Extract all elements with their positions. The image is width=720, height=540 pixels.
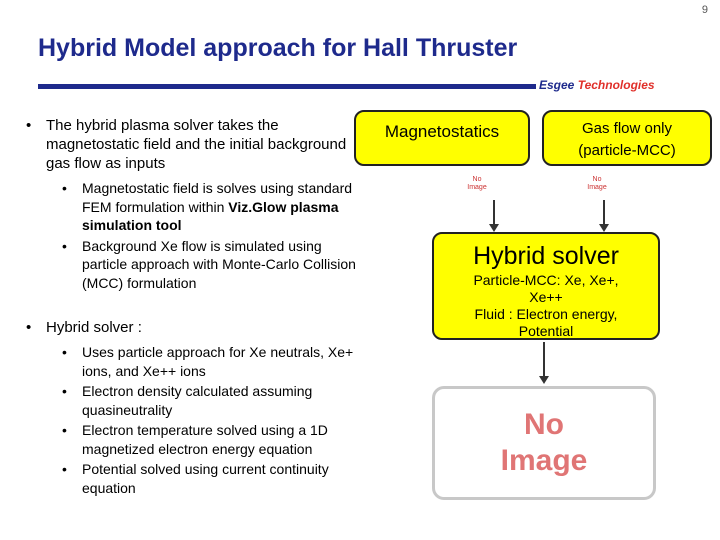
sub-bullet-background-flow-text: Background Xe flow is simulated using pa… <box>82 237 356 291</box>
bullet-dot: • <box>26 117 32 134</box>
arrow-head-bottom <box>539 376 549 384</box>
sub-bullet-background-flow: • Background Xe flow is simulated using … <box>62 237 370 293</box>
magnetostatics-label: Magnetostatics <box>384 122 500 141</box>
bullet-dot: • <box>62 180 67 196</box>
company-logo: Esgee Technologies <box>539 78 655 92</box>
sub-list-hybrid: • Uses particle approach for Xe neutrals… <box>62 343 370 497</box>
sub-bullet-text: Electron temperature solved using a 1D m… <box>82 422 328 457</box>
connector-line-left <box>493 200 495 224</box>
missing-image-output: No Image <box>432 386 656 500</box>
missing-image-left-word2: Image <box>467 184 487 191</box>
missing-image-right-word2: Image <box>587 184 607 191</box>
hybrid-solver-line: Fluid : Electron energy, <box>474 306 618 322</box>
bullet-dot: • <box>62 344 67 360</box>
gas-flow-box: Gas flow only (particle-MCC) <box>542 110 712 166</box>
missing-image-left: No Image <box>462 176 492 192</box>
sub-bullet-text: Potential solved using current continuit… <box>82 461 329 496</box>
sub-bullet-magnetostatic: • Magnetostatic field is solves using st… <box>62 179 370 235</box>
hybrid-solver-line: Particle-MCC: Xe, Xe+, <box>473 272 619 288</box>
sub-bullet-magnetostatic-text: Magnetostatic field is solves using stan… <box>82 180 353 215</box>
hybrid-solver-box: Hybrid solver Particle-MCC: Xe, Xe+, Xe+… <box>432 232 660 340</box>
logo-text-esgee: Esgee <box>539 78 578 92</box>
spacer <box>26 294 370 318</box>
arrow-head-right <box>599 224 609 232</box>
connector-line-bottom <box>543 342 545 376</box>
logo-text-technologies: Technologies <box>577 78 655 92</box>
missing-image-output-word1: No <box>524 408 564 441</box>
sub-bullet-text: Uses particle approach for Xe neutrals, … <box>82 344 354 379</box>
magnetostatics-box: Magnetostatics <box>354 110 530 166</box>
page-title: Hybrid Model approach for Hall Thruster <box>38 34 518 62</box>
bullet-dot: • <box>62 237 67 254</box>
sub-bullet-temperature: • Electron temperature solved using a 1D… <box>62 421 370 458</box>
connector-line-right <box>603 200 605 224</box>
sub-bullet-magnetostatic-bold: Viz.Glow plasma simulation tool <box>82 198 339 234</box>
bullet-hybrid-heading: Hybrid solver : <box>46 319 142 336</box>
missing-image-output-word2: Image <box>500 444 588 477</box>
title-underline <box>38 84 536 89</box>
bullet-hybrid-solver: • Hybrid solver : <box>26 318 370 337</box>
missing-image-right-word1: No <box>592 176 602 183</box>
arrow-head-left <box>489 224 499 232</box>
bullet-list: • The hybrid plasma solver takes the mag… <box>26 116 370 499</box>
hybrid-solver-line: Potential <box>518 323 574 339</box>
missing-image-right: No Image <box>582 176 612 192</box>
sub-list-inputs: • Magnetostatic field is solves using st… <box>62 179 370 292</box>
gas-flow-sublabel: (particle-MCC) <box>578 142 676 159</box>
sub-bullet-potential: • Potential solved using current continu… <box>62 460 370 497</box>
sub-bullet-text: Electron density calculated assuming qua… <box>82 383 313 418</box>
hybrid-solver-title: Hybrid solver <box>473 242 619 270</box>
sub-bullet-density: • Electron density calculated assuming q… <box>62 382 370 419</box>
bullet-dot: • <box>26 319 32 336</box>
hybrid-solver-line: Xe++ <box>529 289 563 305</box>
bullet-dot: • <box>62 461 67 477</box>
bullet-dot: • <box>62 383 67 399</box>
bullet-intro: • The hybrid plasma solver takes the mag… <box>26 116 370 173</box>
bullet-intro-text: The hybrid plasma solver takes the magne… <box>46 117 347 172</box>
bullet-dot: • <box>62 422 67 438</box>
gas-flow-label: Gas flow only <box>581 120 673 137</box>
page-number: 9 <box>701 4 708 16</box>
sub-bullet-particle: • Uses particle approach for Xe neutrals… <box>62 343 370 380</box>
missing-image-left-word1: No <box>472 176 482 183</box>
